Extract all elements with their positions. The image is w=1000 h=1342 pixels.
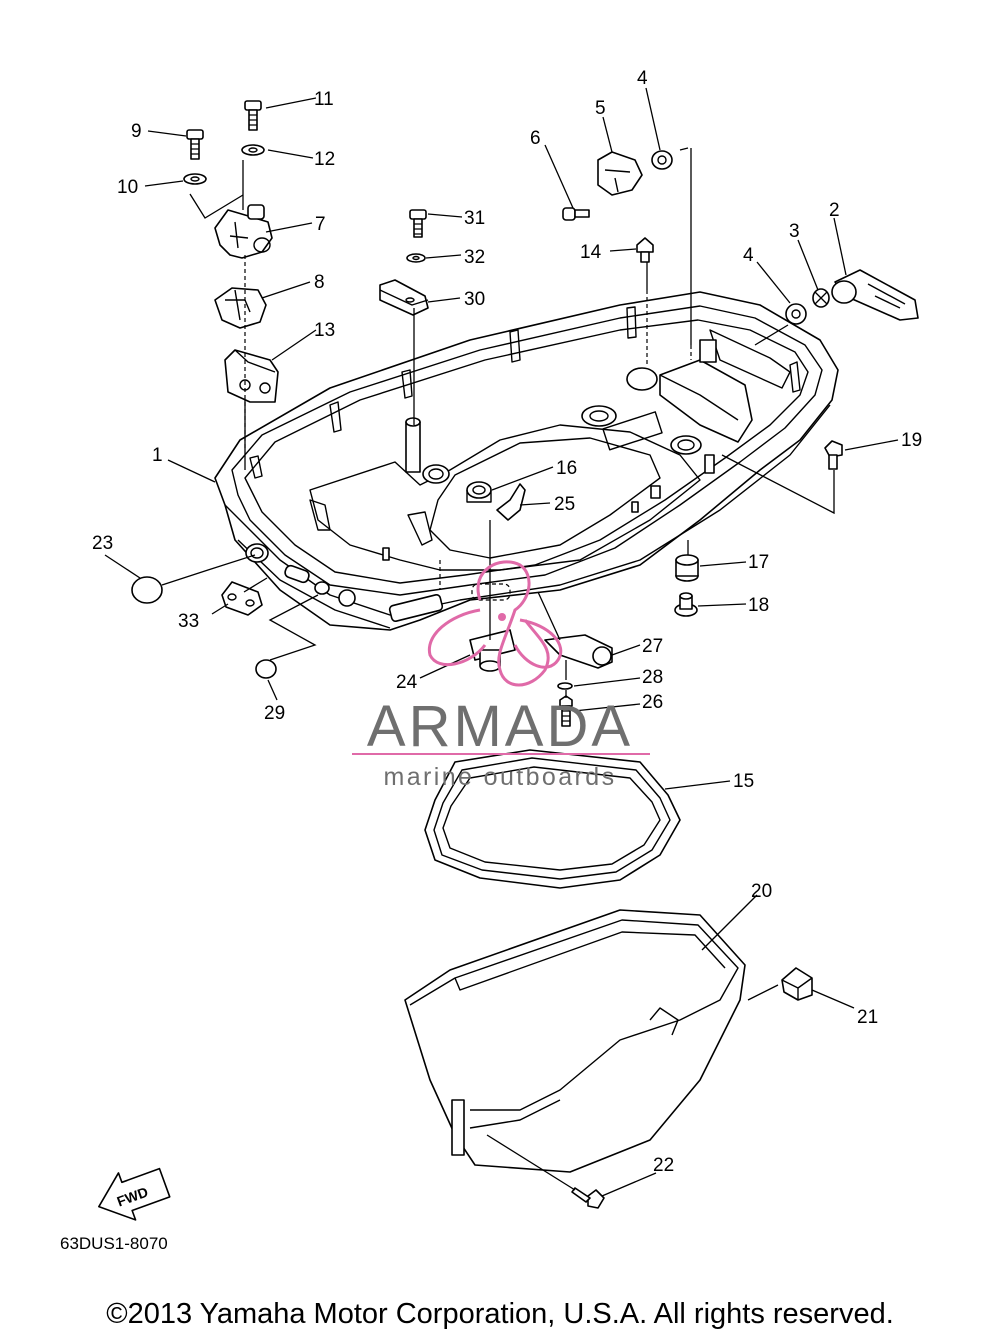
- callout-15: 15: [733, 771, 754, 792]
- callout-10: 10: [117, 177, 138, 198]
- callout-19: 19: [901, 430, 922, 451]
- part-8-lock-bracket: [214, 287, 267, 329]
- bottom-cowling: [214, 291, 839, 631]
- callout-18: 18: [748, 595, 769, 616]
- part-10-washer: [183, 173, 207, 185]
- armada-logo-icon: [427, 560, 563, 687]
- callout-25: 25: [554, 494, 575, 515]
- callout-11: 11: [314, 89, 334, 110]
- part-20-apron: [404, 909, 746, 1173]
- watermark-brand: ARMADA: [367, 694, 633, 759]
- part-21-clip: [781, 967, 813, 1001]
- part-3-washer: [812, 288, 830, 308]
- callout-12: 12: [314, 149, 335, 170]
- callout-4-top: 4: [637, 68, 648, 89]
- callout-27: 27: [642, 636, 663, 657]
- callout-21: 21: [857, 1007, 878, 1028]
- callout-24: 24: [396, 672, 418, 693]
- callout-5: 5: [595, 98, 606, 119]
- watermark: ARMADA marine outboards: [352, 560, 650, 791]
- callout-3: 3: [789, 221, 800, 242]
- part-28-washer: [557, 682, 573, 690]
- part-15-seal: [424, 749, 681, 889]
- part-25-clamp: [496, 483, 526, 521]
- part-4-grommet-right: [785, 303, 807, 325]
- copyright-notice: ©2013 Yamaha Motor Corporation, U.S.A. A…: [106, 1298, 894, 1330]
- fwd-arrow-icon: FWD: [98, 1167, 171, 1221]
- callout-33: 33: [178, 611, 199, 632]
- callout-2: 2: [829, 200, 840, 221]
- callout-8: 8: [314, 272, 325, 293]
- part-17-grommet: [675, 554, 699, 582]
- callout-22: 22: [653, 1155, 674, 1176]
- part-14-bolt: [636, 237, 654, 263]
- callout-13: 13: [314, 320, 335, 341]
- callout-32: 32: [464, 247, 485, 268]
- part-23-plug: [131, 576, 163, 604]
- leader-lines: [104, 87, 899, 1197]
- callout-16: 16: [556, 458, 577, 479]
- part-22-screw: [571, 1187, 605, 1209]
- part-31-bolt: [409, 209, 427, 238]
- callout-23: 23: [92, 533, 113, 554]
- part-12-washer: [241, 144, 265, 156]
- callout-4-right: 4: [743, 245, 754, 266]
- callout-20: 20: [751, 881, 772, 902]
- part-30-spacer: [379, 279, 429, 316]
- part-7-lock-lever: [214, 204, 273, 259]
- callout-30: 30: [464, 289, 485, 310]
- part-6-screw: [562, 207, 590, 221]
- part-18-grommet: [674, 592, 698, 617]
- callout-17: 17: [748, 552, 769, 573]
- part-4-grommet-top: [651, 150, 673, 170]
- callout-1: 1: [152, 445, 163, 466]
- callout-31: 31: [464, 208, 485, 229]
- part-24-drain-plug: [469, 629, 516, 672]
- callout-28: 28: [642, 667, 663, 688]
- part-32-washer: [406, 253, 426, 263]
- part-11-bolt: [244, 100, 262, 131]
- part-29-plug: [255, 659, 277, 679]
- part-16-grommet: [466, 481, 492, 503]
- callout-labels: 1 2 3 4 4 5 6 7 8 9 10 11 12 13 14 15 16…: [92, 68, 922, 1176]
- callout-9: 9: [131, 121, 142, 142]
- callout-6: 6: [530, 128, 541, 149]
- callout-26: 26: [642, 692, 663, 713]
- callout-29: 29: [264, 703, 285, 724]
- part-26-bolt: [559, 695, 573, 727]
- part-13-cover: [224, 349, 279, 403]
- part-33-grommet: [221, 581, 263, 616]
- part-19-bolt: [824, 440, 843, 470]
- callout-7: 7: [315, 214, 326, 235]
- watermark-divider: [352, 753, 650, 755]
- callout-14: 14: [580, 242, 602, 263]
- part-9-bolt: [186, 129, 204, 160]
- watermark-tagline: marine outboards: [384, 763, 617, 791]
- part-5-lock-bracket: [597, 151, 643, 196]
- diagram-code: 63DUS1-8070: [60, 1234, 168, 1253]
- part-2-lever: [831, 269, 919, 321]
